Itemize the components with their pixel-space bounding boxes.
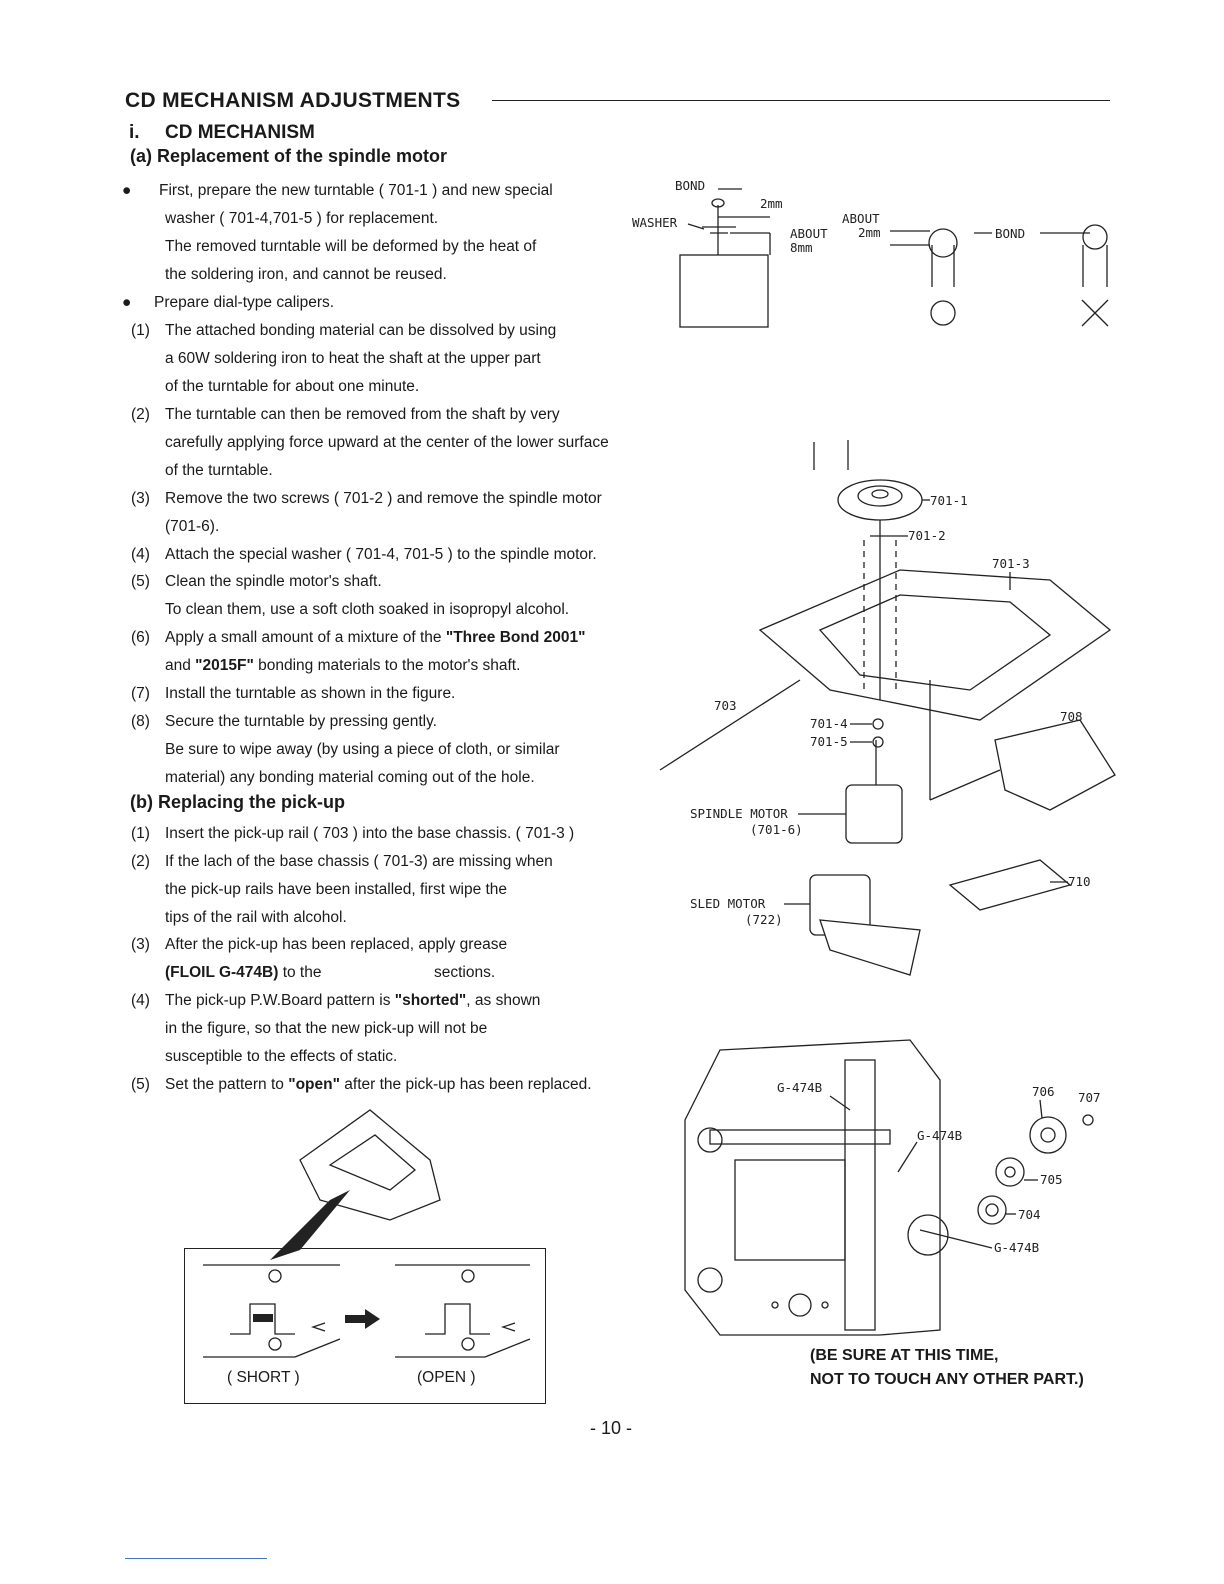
section-title: CD MECHANISM xyxy=(165,122,315,143)
step-number: (2) xyxy=(131,406,150,423)
step-line: (FLOIL G-474B) to the xyxy=(165,964,322,981)
footer-rule xyxy=(125,1558,267,1559)
step-number: (5) xyxy=(131,1076,150,1093)
dim-about: ABOUT xyxy=(790,226,828,241)
step-line: If the lach of the base chassis ( 701-3)… xyxy=(165,853,553,870)
step-line: in the figure, so that the new pick-up w… xyxy=(165,1020,488,1037)
exploded-view-figure: 701-1 701-2 701-3 703 701-4 701-5 708 SP… xyxy=(659,440,1116,976)
part-b-heading: (b) Replacing the pick-up xyxy=(130,792,346,812)
part-701-3: 701-3 xyxy=(992,556,1030,571)
part-701-2: 701-2 xyxy=(908,528,946,543)
grease-label: G-474B xyxy=(917,1128,962,1143)
dim-2mm: 2mm xyxy=(760,196,783,211)
grease-label: G-474B xyxy=(777,1080,822,1095)
bullet2-line: Prepare dial-type calipers. xyxy=(154,294,335,311)
step-line: carefully applying force upward at the c… xyxy=(165,434,609,451)
section-number: i. xyxy=(129,122,140,143)
step-number: (1) xyxy=(131,322,150,339)
step-number: (4) xyxy=(131,992,150,1009)
page-number: - 10 - xyxy=(590,1418,633,1438)
title-rule xyxy=(492,100,1110,101)
part-b-body: (1) Insert the pick-up rail ( 703 ) into… xyxy=(0,0,700,1100)
dim-about: ABOUT xyxy=(842,211,880,226)
step-line: (701-6). xyxy=(165,518,220,535)
part-701-4: 701-4 xyxy=(810,716,848,731)
sled-motor-label: SLED MOTOR xyxy=(690,896,766,911)
step-line: the pick-up rails have been installed, f… xyxy=(165,881,508,898)
part-701-1: 701-1 xyxy=(930,493,968,508)
step-line: of the turntable for about one minute. xyxy=(165,378,420,395)
step-line: Attach the special washer ( 701-4, 701-5… xyxy=(165,546,597,563)
dim-2mm: 2mm xyxy=(858,225,881,240)
dim-8mm: 8mm xyxy=(790,240,813,255)
bond-label: BOND xyxy=(995,226,1025,241)
step-line: material) any bonding material coming ou… xyxy=(165,769,535,786)
step-line: of the turntable. xyxy=(165,462,273,479)
step-line: a 60W soldering iron to heat the shaft a… xyxy=(165,350,541,367)
step-number: (5) xyxy=(131,573,150,590)
step-line: Apply a small amount of a mixture of the… xyxy=(165,629,586,646)
bond-label: BOND xyxy=(675,178,705,193)
bullet1-line2: washer ( 701-4,701-5 ) for replacement. xyxy=(165,210,439,227)
bullet1-line4: the soldering iron, and cannot be reused… xyxy=(165,266,447,283)
step-line: Be sure to wipe away (by using a piece o… xyxy=(165,741,560,758)
turntable-bond-figure: BOND WASHER 2mm ABOUT 8mm ABOUT 2mm BOND xyxy=(632,178,1109,328)
short-open-pattern xyxy=(203,1264,531,1358)
caution-line: NOT TO TOUCH ANY OTHER PART.) xyxy=(810,1371,1084,1388)
step-line: Insert the pick-up rail ( 703 ) into the… xyxy=(165,825,575,842)
step-line: sections. xyxy=(434,964,496,981)
grease-label: G-474B xyxy=(994,1240,1039,1255)
part-707: 707 xyxy=(1078,1090,1101,1105)
step-line: To clean them, use a soft cloth soaked i… xyxy=(165,601,570,618)
step-line: After the pick-up has been replaced, app… xyxy=(165,936,508,953)
bullet1-line3: The removed turntable will be deformed b… xyxy=(165,238,537,255)
step-line: The pick-up P.W.Board pattern is "shorte… xyxy=(165,992,541,1009)
step-number: (1) xyxy=(131,825,150,842)
bullet1-line1: First, prepare the new turntable ( 701-1… xyxy=(159,182,553,199)
part-a-heading: (a) Replacement of the spindle motor xyxy=(130,146,448,166)
page-title: CD MECHANISM ADJUSTMENTS xyxy=(125,89,461,112)
part-708: 708 xyxy=(1060,709,1083,724)
step-line: tips of the rail with alcohol. xyxy=(165,909,347,926)
step-number: (3) xyxy=(131,490,150,507)
caution-line: (BE SURE AT THIS TIME, xyxy=(810,1347,999,1364)
step-line: Secure the turntable by pressing gently. xyxy=(165,713,437,730)
spindle-motor-label: SPINDLE MOTOR xyxy=(690,806,788,821)
part-701-5: 701-5 xyxy=(810,734,848,749)
step-line: Install the turntable as shown in the fi… xyxy=(165,685,456,702)
step-line: Remove the two screws ( 701-2 ) and remo… xyxy=(165,490,602,507)
bullet-dot: ● xyxy=(122,182,132,199)
step-number: (7) xyxy=(131,685,150,702)
step-line: and "2015F" bonding materials to the mot… xyxy=(165,657,521,674)
washer-label: WASHER xyxy=(632,215,678,230)
step-number: (8) xyxy=(131,713,150,730)
sled-motor-number: (722) xyxy=(745,912,783,927)
open-label: (OPEN ) xyxy=(417,1369,476,1386)
bullet-dot: ● xyxy=(122,294,132,311)
step-number: (6) xyxy=(131,629,150,646)
short-label: ( SHORT ) xyxy=(227,1369,300,1386)
step-line: Set the pattern to "open" after the pick… xyxy=(165,1076,592,1093)
step-number: (4) xyxy=(131,546,150,563)
part-703: 703 xyxy=(714,698,737,713)
step-line: The attached bonding material can be dis… xyxy=(165,322,557,339)
step-line: The turntable can then be removed from t… xyxy=(165,406,560,423)
part-705: 705 xyxy=(1040,1172,1063,1187)
spindle-motor-number: (701-6) xyxy=(750,822,803,837)
grease-points-figure: G-474B G-474B 706 707 705 704 G-474B xyxy=(684,1039,1101,1336)
step-number: (2) xyxy=(131,853,150,870)
step-number: (3) xyxy=(131,936,150,953)
pickup-illustration xyxy=(270,1109,441,1260)
pattern-box: ( SHORT ) (OPEN ) xyxy=(184,1248,546,1404)
part-a-body: ● First, prepare the new turntable ( 701… xyxy=(0,0,700,1100)
part-706: 706 xyxy=(1032,1084,1055,1099)
caution-note: (BE SURE AT THIS TIME, NOT TO TOUCH ANY … xyxy=(810,1344,1084,1392)
part-704: 704 xyxy=(1018,1207,1041,1222)
step-line: Clean the spindle motor's shaft. xyxy=(165,573,382,590)
part-710: 710 xyxy=(1068,874,1091,889)
step-line: susceptible to the effects of static. xyxy=(165,1048,398,1065)
